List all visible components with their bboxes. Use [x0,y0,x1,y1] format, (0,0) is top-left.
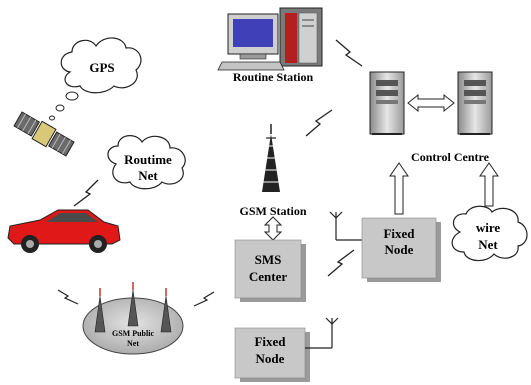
routine-net-label-1: Routime [124,152,172,167]
lightning-icon [327,249,355,277]
antenna-icon [305,317,339,349]
wire-net-cloud: wire Net [451,205,528,262]
lightning-icon [305,109,333,137]
car-icon [7,209,121,253]
routine-station-label: Routine Station [233,70,314,84]
gsm-tower-icon [262,124,280,192]
sms-center-label-1: SMS [255,252,282,267]
routine-net-cloud: Routime Net [107,135,186,190]
server-icon [457,71,493,135]
computer-icon [217,7,323,71]
fixed-node-2-label-1: Fixed [254,334,286,349]
gsm-tower-icon [94,288,106,333]
lightning-icon [73,179,99,207]
fixed-node-box: Fixed Node [361,217,441,282]
gsm-public-label-1: GSM Public [112,329,154,338]
fixed-node-label-2: Node [385,242,414,257]
gsm-public-net: GSM Public Net [82,282,184,355]
gps-cloud: GPS [49,37,142,121]
antenna-icon [329,211,362,241]
fixed-node-2-label-2: Node [256,351,285,366]
double-arrow-icon [263,216,283,241]
fixed-node-label-1: Fixed [383,226,415,241]
double-arrow-icon [407,93,455,113]
routine-net-label-2: Net [138,168,158,183]
lightning-icon [57,289,79,305]
arrow-icon [479,162,499,207]
gsm-station-label: GSM Station [239,204,306,218]
monitor-screen [233,19,273,47]
gsm-tower-icon [160,288,172,333]
lightning-icon [335,39,363,67]
arrow-icon [389,162,409,215]
wire-net-label-1: wire [476,220,501,235]
control-centre-label: Control Centre [411,150,490,164]
gps-label: GPS [89,60,114,75]
sms-center-label-2: Center [249,269,287,284]
gsm-public-label-2: Net [127,339,139,348]
gsm-tower-icon [127,282,139,327]
server-icon [369,71,405,135]
satellite-icon [13,111,75,157]
fixed-node-box: Fixed Node [234,327,310,382]
sms-center-box: SMS Center [234,239,306,302]
lightning-icon [193,291,215,307]
wire-net-label-2: Net [478,237,498,252]
